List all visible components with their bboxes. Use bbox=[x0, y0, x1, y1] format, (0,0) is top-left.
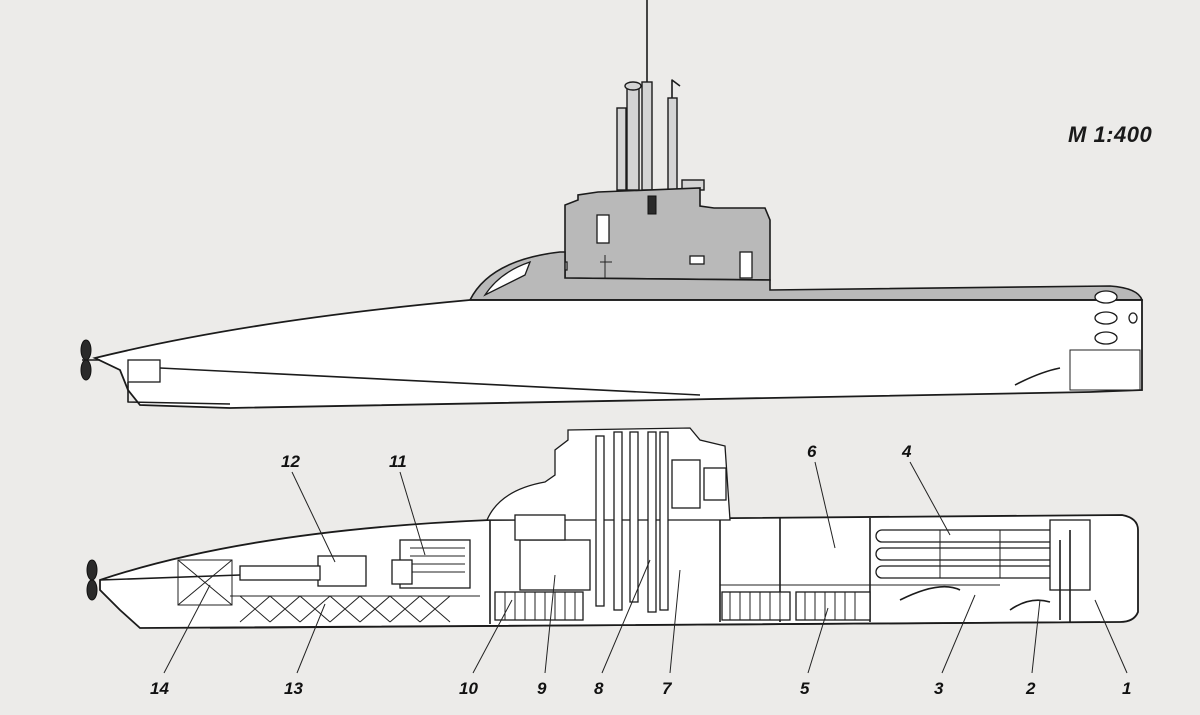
propeller-bottom bbox=[86, 559, 98, 601]
sail bbox=[564, 187, 771, 281]
control-equipment bbox=[519, 539, 591, 591]
hull bbox=[92, 299, 1143, 409]
aft-tank bbox=[230, 595, 480, 623]
callout-5: 5 bbox=[800, 679, 810, 698]
callout-11: 11 bbox=[389, 452, 407, 471]
callout-10: 10 bbox=[459, 679, 478, 698]
propeller-top bbox=[80, 339, 100, 381]
scale-label: M 1:400 bbox=[1068, 122, 1153, 147]
mast-tubes bbox=[595, 431, 727, 613]
masts bbox=[616, 0, 705, 191]
callout-12: 12 bbox=[281, 452, 300, 471]
stern-cone bbox=[177, 559, 233, 606]
side-elevation bbox=[80, 0, 1144, 409]
callout-14: 14 bbox=[150, 679, 169, 698]
battery-bank-aft bbox=[494, 591, 584, 621]
callout-3: 3 bbox=[934, 679, 944, 698]
callout-7: 7 bbox=[662, 679, 673, 698]
electric-motor bbox=[239, 555, 367, 587]
deck-fairing bbox=[468, 251, 1144, 301]
callout-2: 2 bbox=[1025, 679, 1036, 698]
callout-9: 9 bbox=[537, 679, 547, 698]
callout-8: 8 bbox=[594, 679, 604, 698]
callout-4: 4 bbox=[901, 442, 912, 461]
stern-rudder bbox=[127, 359, 161, 383]
callout-1: 1 bbox=[1122, 679, 1131, 698]
callout-13: 13 bbox=[284, 679, 303, 698]
cutaway-section bbox=[86, 427, 1139, 674]
battery-bank-forward bbox=[721, 591, 871, 621]
diesel-engine bbox=[391, 539, 471, 589]
callout-6: 6 bbox=[807, 442, 817, 461]
leader-lines bbox=[163, 461, 1128, 674]
callout-numbers: 1 2 3 4 5 6 7 8 9 10 11 12 13 14 bbox=[150, 442, 1131, 698]
